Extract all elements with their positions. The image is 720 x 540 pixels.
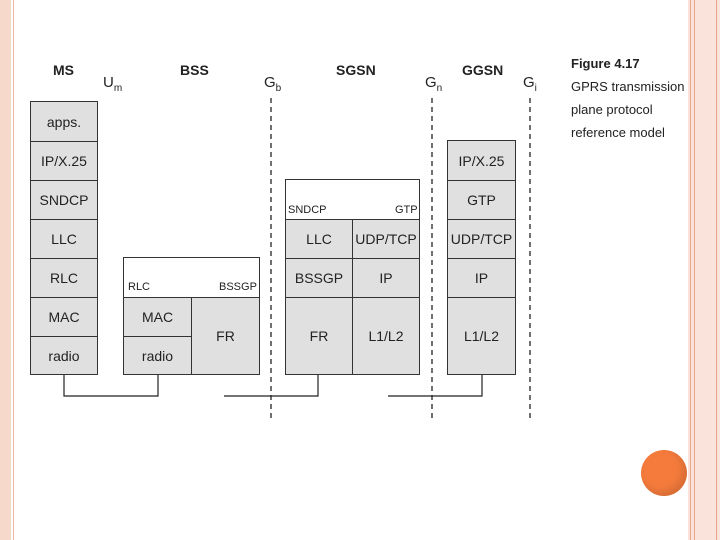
header-ms: MS — [53, 62, 74, 78]
interface-gi: Gi — [523, 74, 537, 94]
ggsn-layer-l1l2: L1/L2 — [447, 297, 516, 375]
ms-layer-llc: LLC — [30, 219, 98, 259]
sgsn-layer-ip: IP — [352, 258, 420, 298]
interface-gb: Gb — [264, 74, 282, 94]
ggsn-layer-ip-x25: IP/X.25 — [447, 140, 516, 181]
bss-layer-mac: MAC — [123, 297, 192, 337]
ggsn-layer-udp-tcp: UDP/TCP — [447, 219, 516, 259]
caption-line-1: GPRS transmission — [571, 79, 685, 94]
sgsn-layer-udp-tcp: UDP/TCP — [352, 219, 420, 259]
figure-caption: Figure 4.17 GPRS transmission plane prot… — [571, 52, 686, 144]
header-sgsn: SGSN — [336, 62, 376, 78]
ggsn-layer-gtp: GTP — [447, 180, 516, 220]
bss-relay-bssgp-label: BSSGP — [219, 281, 257, 293]
slide-frame-left-line — [13, 0, 14, 540]
bss-layer-fr: FR — [191, 297, 260, 375]
caption-title: Figure 4.17 — [571, 56, 640, 71]
connector-ms-bss — [63, 374, 159, 397]
ms-layer-sndcp: SNDCP — [30, 180, 98, 220]
header-bss: BSS — [180, 62, 209, 78]
sgsn-relay-gtp-label: GTP — [395, 204, 418, 216]
header-ggsn: GGSN — [462, 62, 504, 78]
slide-frame-right — [688, 0, 720, 540]
ms-layer-mac: MAC — [30, 297, 98, 337]
bss-relay-rlc-label: RLC — [128, 281, 151, 293]
ms-layer-radio: radio — [30, 336, 98, 375]
ms-layer-ip-x25: IP/X.25 — [30, 141, 98, 181]
sgsn-layer-llc: LLC — [285, 219, 353, 259]
interface-um: Um — [103, 74, 123, 94]
connector-bss-sgsn — [224, 374, 319, 397]
slide-frame-left — [0, 0, 11, 540]
bss-layer-radio: radio — [123, 336, 192, 375]
ms-layer-rlc: RLC — [30, 258, 98, 298]
orange-circle-decoration — [641, 450, 687, 496]
sgsn-relay-sndcp-label: SNDCP — [288, 204, 327, 216]
caption-line-3: reference model — [571, 125, 665, 140]
ggsn-layer-ip: IP — [447, 258, 516, 298]
sgsn-layer-fr: FR — [285, 297, 353, 375]
caption-line-2: plane protocol — [571, 102, 653, 117]
ms-layer-apps: apps. — [30, 101, 98, 142]
sgsn-layer-l1l2: L1/L2 — [352, 297, 420, 375]
sgsn-layer-bssgp: BSSGP — [285, 258, 353, 298]
interface-gn: Gn — [425, 74, 443, 94]
connector-sgsn-ggsn — [388, 374, 483, 397]
